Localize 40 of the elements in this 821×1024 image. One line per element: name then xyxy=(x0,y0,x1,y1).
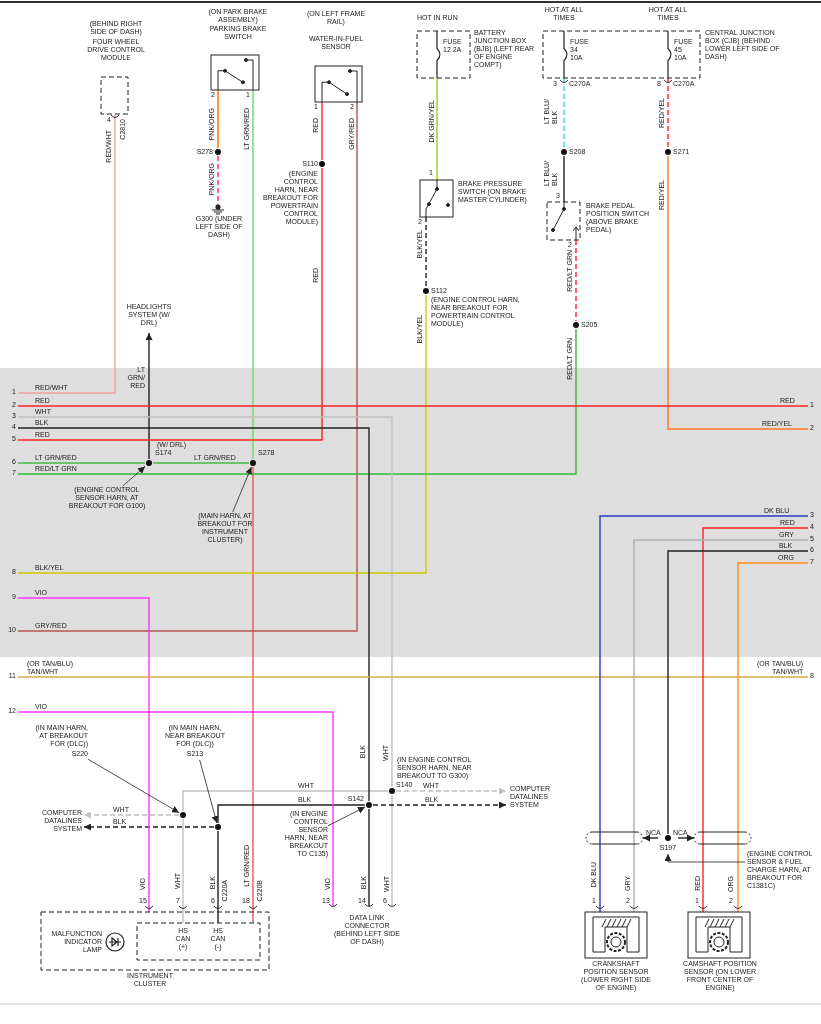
wire xyxy=(368,808,370,907)
wire xyxy=(17,711,334,907)
wire xyxy=(391,794,393,907)
wire xyxy=(599,515,809,913)
wire xyxy=(17,167,323,441)
wire-arrow xyxy=(372,801,507,809)
wire xyxy=(667,155,809,430)
wire xyxy=(217,830,219,924)
wire xyxy=(575,239,577,322)
wire-arrow xyxy=(83,823,215,831)
wire xyxy=(152,462,250,464)
wire xyxy=(17,676,809,678)
wire-arrow xyxy=(83,811,180,819)
wire xyxy=(182,790,389,812)
wire-arrow xyxy=(395,787,507,795)
wire xyxy=(17,328,577,475)
wire xyxy=(252,89,254,460)
wire xyxy=(667,77,669,149)
wire xyxy=(737,562,809,913)
wire xyxy=(182,818,184,924)
wire xyxy=(17,405,809,407)
wire xyxy=(702,527,809,913)
wire xyxy=(563,155,565,203)
wire xyxy=(425,216,427,288)
wire xyxy=(217,804,366,824)
wire xyxy=(17,101,358,632)
wire-arrow xyxy=(145,332,153,460)
wire xyxy=(633,539,809,913)
wire xyxy=(667,550,809,835)
wire xyxy=(17,597,150,913)
wire xyxy=(321,101,323,161)
wire xyxy=(252,466,254,924)
wire xyxy=(563,77,565,149)
wire-arrow xyxy=(677,834,695,842)
wire-arrow xyxy=(642,834,659,842)
wire xyxy=(17,114,116,394)
wire xyxy=(217,89,219,149)
wire xyxy=(17,294,427,574)
wire xyxy=(436,77,438,181)
wire xyxy=(17,462,146,464)
